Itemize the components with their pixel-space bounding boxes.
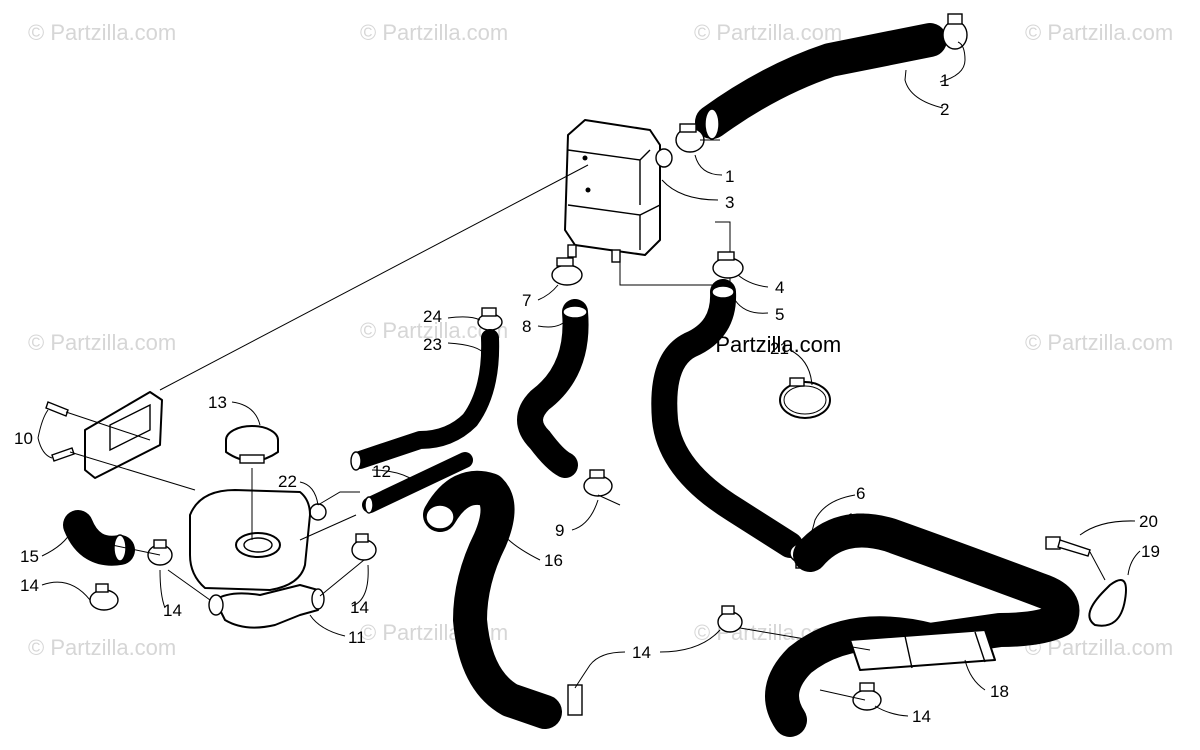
watermark: © Partzilla.com xyxy=(694,20,842,45)
watermark: © Partzilla.com xyxy=(1025,20,1173,45)
callout-17: 17 xyxy=(846,510,865,529)
hose-part-23 xyxy=(350,329,500,471)
sleeve-part-18 xyxy=(849,629,996,671)
watermark: © Partzilla.com xyxy=(28,20,176,45)
callout-14-left: 14 xyxy=(20,576,39,595)
callout-21: 21 xyxy=(770,339,789,358)
callout-20: 20 xyxy=(1139,512,1158,531)
center-watermark: © Partzilla.com xyxy=(693,332,841,357)
watermark: © Partzilla.com xyxy=(1025,330,1173,355)
clamp-part-14-lower-right xyxy=(852,682,882,711)
callout-1-top: 1 xyxy=(940,71,949,90)
clamp-part-14-upper-right xyxy=(717,605,743,633)
hose-part-8 xyxy=(517,299,589,478)
bracket-part-10 xyxy=(45,391,163,479)
callout-12: 12 xyxy=(372,462,391,481)
callout-11: 11 xyxy=(348,628,366,647)
callout-15: 15 xyxy=(20,547,39,566)
callout-14-left-mid: 14 xyxy=(163,601,182,620)
clamp-part-4 xyxy=(712,251,744,279)
elbow-part-15 xyxy=(63,510,135,566)
callout-9: 9 xyxy=(555,521,564,540)
callout-16: 16 xyxy=(544,551,563,570)
callout-14-bottom-right: 14 xyxy=(912,707,931,726)
band-clamp-part-21 xyxy=(779,377,831,419)
callout-10: 10 xyxy=(14,429,33,448)
reservoir-part-11 xyxy=(189,489,325,629)
watermarks: © Partzilla.com © Partzilla.com © Partzi… xyxy=(28,20,1173,660)
callout-14-mid: 14 xyxy=(350,598,369,617)
clamp-part-14-left xyxy=(89,583,119,611)
callout-14-center: 14 xyxy=(632,643,651,662)
hose-part-2 xyxy=(695,23,947,140)
cap-part-13 xyxy=(225,425,279,464)
clamp-part-7 xyxy=(551,257,583,286)
watermark: © Partzilla.com xyxy=(28,635,176,660)
callout-23: 23 xyxy=(423,335,442,354)
callout-8: 8 xyxy=(522,317,531,336)
hose-part-17 xyxy=(765,513,1080,737)
clamp-part-1-mid xyxy=(675,123,705,153)
reference-lines xyxy=(65,139,1106,701)
hose-part-5 xyxy=(651,279,803,558)
clamp-part-9 xyxy=(583,469,613,497)
callout-5: 5 xyxy=(775,305,784,324)
callout-6: 6 xyxy=(856,484,865,503)
clip-part-19 xyxy=(1088,579,1127,627)
callout-4: 4 xyxy=(775,278,784,297)
clamp-part-22 xyxy=(309,503,327,521)
watermark: © Partzilla.com xyxy=(360,20,508,45)
box-part-3 xyxy=(564,119,673,263)
callout-22: 22 xyxy=(278,472,297,491)
tube-part-12 xyxy=(362,452,473,514)
callout-24: 24 xyxy=(423,307,442,326)
bolt-part-20 xyxy=(1045,536,1091,557)
callout-3: 3 xyxy=(725,193,734,212)
hose-part-16 xyxy=(423,470,562,729)
callout-1-mid: 1 xyxy=(725,167,734,186)
callout-numbers: 1 2 1 3 4 5 7 8 24 23 21 13 10 12 22 9 6… xyxy=(14,71,1160,726)
clamp-part-1-top xyxy=(942,13,968,50)
callout-13: 13 xyxy=(208,393,227,412)
watermark: © Partzilla.com xyxy=(28,330,176,355)
callout-2: 2 xyxy=(940,100,949,119)
clamp-part-14-mid xyxy=(351,533,377,561)
callout-19: 19 xyxy=(1141,542,1160,561)
callout-leaders xyxy=(37,41,1141,717)
clamp-part-24 xyxy=(477,307,503,331)
callout-7: 7 xyxy=(522,291,531,310)
clamp-part-14-left-mid xyxy=(147,539,173,566)
clamp-part-14-bottom-center xyxy=(567,684,583,716)
callout-18: 18 xyxy=(990,682,1009,701)
